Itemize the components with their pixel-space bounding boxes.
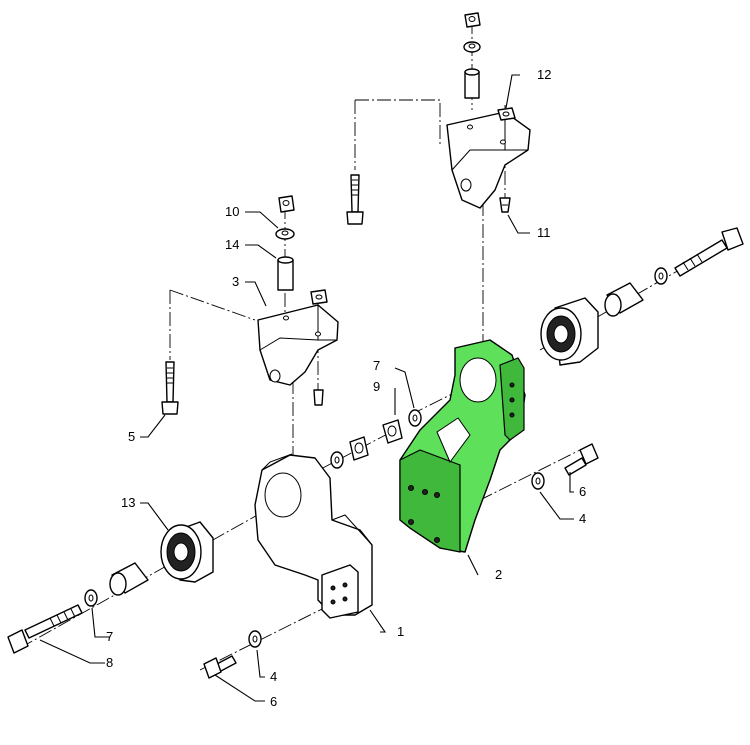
callout-8: 8: [106, 655, 113, 670]
callout-4-right: 4: [579, 511, 586, 526]
main-casting-1: [254, 453, 373, 619]
callout-14: 14: [225, 237, 239, 252]
bolt-6-lower: [203, 655, 237, 679]
bolt-11: [499, 197, 511, 213]
lower-mount-bracket-3: [257, 304, 339, 386]
bolt-6-right: [564, 443, 599, 476]
callout-6-lower: 6: [270, 694, 277, 709]
callout-12: 12: [537, 67, 551, 82]
callout-9: 9: [373, 379, 380, 394]
callout-2: 2: [495, 567, 502, 582]
callout-7-lower: 7: [106, 629, 113, 644]
long-bolt-upper: [346, 174, 364, 225]
callout-1: 1: [397, 624, 404, 639]
callout-5: 5: [128, 429, 135, 444]
top-fastener-stack: [463, 12, 481, 99]
washer-main: [330, 451, 344, 469]
callout-4-lower: 4: [270, 669, 277, 684]
spacer-upper: [604, 282, 644, 317]
long-bolt-8: [7, 604, 83, 654]
callout-7-upper: 7: [373, 358, 380, 373]
callout-3: 3: [232, 274, 239, 289]
highlighted-arm-2: [399, 339, 526, 553]
bushing-13: [160, 521, 214, 583]
bolt-bracket-3: [313, 389, 324, 406]
upper-mount-bracket: [446, 111, 531, 209]
callout-11: 11: [537, 225, 551, 240]
flange-nut-12: [497, 107, 516, 121]
nut-main: [349, 436, 369, 461]
washer-7-lower: [84, 589, 98, 607]
long-bolt-upper-right: [674, 227, 744, 277]
nut-9: [382, 419, 403, 444]
callout-6-right: 6: [579, 484, 586, 499]
callout-labels: 1 2 3 4 4 5 6 6 7 7 8 9 10 11 12 13 14: [106, 67, 586, 709]
callout-10: 10: [225, 204, 239, 219]
bracket-3-fastener-stack: [275, 195, 295, 291]
leader-lines: [39, 74, 574, 702]
bushing-upper: [540, 297, 599, 366]
washer-4-right: [531, 472, 545, 490]
flange-nut-bracket-3: [310, 289, 328, 305]
washer-7-upper: [408, 409, 422, 427]
spacer-lower: [109, 562, 149, 596]
callout-13: 13: [121, 495, 135, 510]
washer-4-lower: [248, 630, 262, 648]
washer-upper: [654, 267, 668, 285]
long-bolt-5: [161, 361, 179, 415]
